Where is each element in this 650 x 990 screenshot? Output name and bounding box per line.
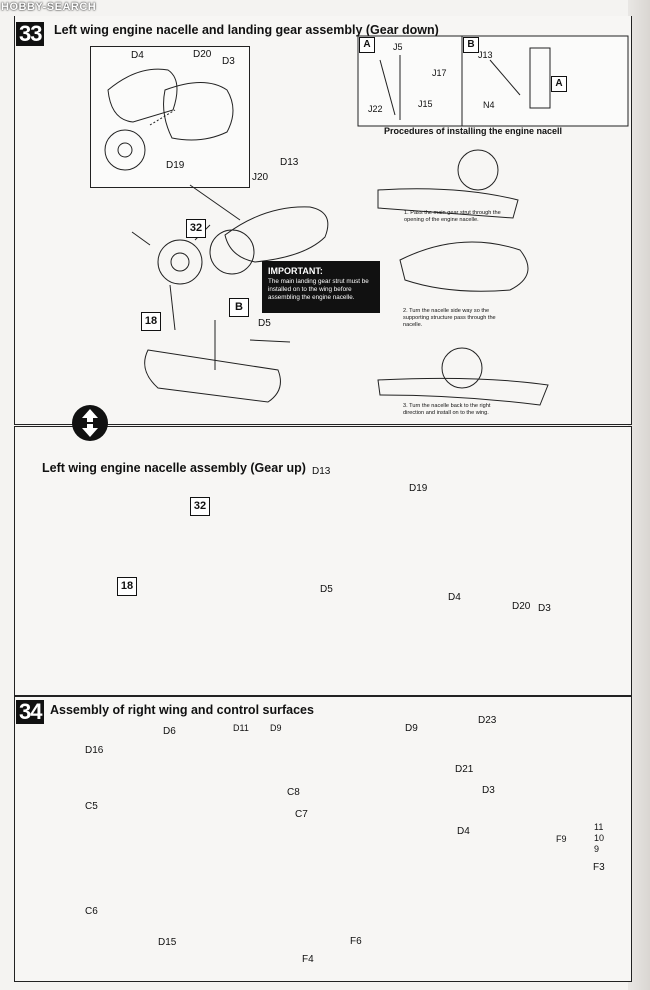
label-9: 9	[594, 844, 600, 854]
label-10: 10	[594, 833, 605, 843]
label-d5: D5	[258, 318, 271, 329]
label-d4-gear-up: D4	[448, 592, 461, 603]
nacelle-cover-d4	[107, 68, 178, 123]
important-heading: IMPORTANT:	[268, 266, 323, 276]
swap-arrows-icon	[72, 405, 108, 441]
label-d23: D23	[478, 715, 497, 726]
step-34-title: Assembly of right wing and control surfa…	[50, 703, 314, 717]
label-d20-gear-up: D20	[512, 601, 531, 612]
left-wing-18	[144, 349, 281, 403]
label-j13: J13	[478, 50, 493, 60]
nacelle-detail-box	[90, 46, 250, 188]
watermark-logo: HOBBY-SEARCH	[1, 1, 97, 13]
ref-32: 32	[186, 219, 206, 238]
procedure-title: Procedures of installing the engine nace…	[384, 126, 563, 136]
engine-nacelle	[224, 206, 329, 263]
label-d19-gear-up: D19	[409, 483, 428, 494]
adjacent-page-edge	[628, 0, 650, 990]
label-d3: D3	[222, 56, 235, 67]
label-d5-gear-up: D5	[320, 584, 333, 595]
label-11: 11	[594, 822, 604, 832]
gear-up-panel	[14, 426, 632, 696]
cowl-ring-d19	[104, 129, 146, 171]
label-j22: J22	[368, 104, 383, 114]
inset-a-ref: A	[551, 76, 567, 92]
label-c5: C5	[85, 801, 98, 812]
label-d13: D13	[280, 157, 299, 168]
label-c6: C6	[85, 906, 98, 917]
procedure-step-3: 3. Turn the nacelle back to the right di…	[403, 403, 491, 416]
label-j5: J5	[393, 42, 403, 52]
step-34-panel	[14, 696, 632, 982]
label-d3-gear-up: D3	[538, 603, 551, 614]
label-d4-s34: D4	[457, 826, 470, 837]
ref-32-gear-up: 32	[190, 497, 210, 516]
ref-18: 18	[141, 312, 161, 331]
step-33-title: Left wing engine nacelle and landing gea…	[54, 23, 439, 37]
ref-b: B	[229, 298, 249, 317]
label-d21: D21	[455, 764, 474, 775]
engine-32	[157, 239, 203, 285]
label-f9: F9	[556, 834, 567, 844]
label-d19: D19	[166, 160, 185, 171]
procedure-step-1: 1. Pass the main gear strut through the …	[404, 210, 501, 223]
label-f6: F6	[350, 936, 362, 947]
label-d6: D6	[163, 726, 176, 737]
inset-b-tag: B	[463, 37, 479, 53]
important-note: IMPORTANT: The main landing gear strut m…	[262, 261, 380, 313]
label-d3-s34: D3	[482, 785, 495, 796]
nacelle-half-d3	[163, 82, 234, 141]
label-j15: J15	[418, 99, 433, 109]
ref-18-gear-up: 18	[117, 577, 137, 596]
label-c8: C8	[287, 787, 300, 798]
inset-a-tag: A	[359, 37, 375, 53]
label-d9-inset: D9	[270, 723, 282, 733]
important-text: The main landing gear strut must be inst…	[268, 278, 369, 301]
procedure-step-2: 2. Turn the nacelle side way so the supp…	[403, 308, 496, 328]
label-j20: J20	[252, 172, 269, 183]
label-c7: C7	[295, 809, 308, 820]
label-d20: D20	[193, 49, 212, 60]
label-d11: D11	[233, 723, 249, 733]
label-f3: F3	[593, 862, 605, 873]
label-f4: F4	[302, 954, 314, 965]
label-d15: D15	[158, 937, 177, 948]
label-d13-gear-up: D13	[312, 466, 331, 477]
label-d4: D4	[131, 50, 144, 61]
label-d9: D9	[405, 723, 418, 734]
label-n4: N4	[483, 100, 495, 110]
label-j17: J17	[432, 68, 447, 78]
step-33-number: 33	[16, 22, 45, 46]
step-34-number: 34	[16, 700, 45, 724]
gear-up-title: Left wing engine nacelle assembly (Gear …	[42, 461, 306, 475]
label-d16: D16	[85, 745, 104, 756]
